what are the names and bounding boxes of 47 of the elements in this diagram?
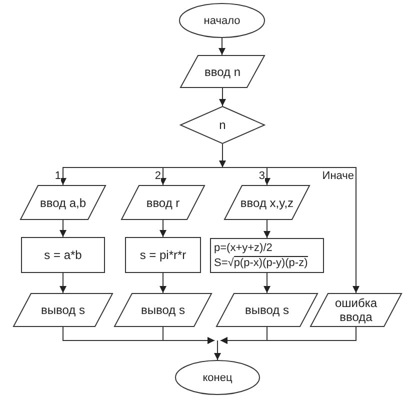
node-text: ошибка ввода (334, 296, 378, 324)
edge-label: 2 (154, 170, 161, 182)
flow-arrow (214, 340, 221, 360)
flow-arrow (218, 38, 226, 56)
io-parallelogram (121, 185, 205, 220)
io-parallelogram (180, 55, 265, 88)
flow-arrow (219, 88, 226, 106)
node-text: вывод s (245, 303, 289, 317)
flow-arrow (60, 272, 66, 294)
node-text: s = pi*r*r (140, 248, 186, 262)
node-text: s = a*b (44, 248, 82, 262)
node-text: ввод a,b (40, 196, 86, 210)
flow-arrow (222, 167, 360, 294)
edge-label: 1 (54, 170, 61, 182)
formula-text: p=(x+y+z)/2 (214, 240, 272, 256)
edge-label: 3 (258, 170, 265, 182)
io-parallelogram (13, 293, 113, 327)
io-parallelogram (310, 293, 402, 327)
flow-arrow (60, 220, 66, 238)
terminator-ellipse (179, 3, 265, 38)
node-text: ввод n (204, 64, 241, 78)
flow-arrow (160, 220, 166, 238)
terminator-ellipse (175, 360, 260, 395)
io-parallelogram (216, 293, 318, 327)
node-text: начало (204, 14, 240, 28)
node-text: вывод s (41, 303, 85, 317)
decision-diamond (180, 106, 265, 144)
node-text: вывод s (141, 303, 185, 317)
formula-text: S=√p(p-x)(p-y)(p-z) (214, 256, 308, 270)
flow-arrow (219, 144, 226, 168)
flow-arrow (264, 220, 270, 238)
edge-label: Иначе (322, 170, 354, 182)
flow-arrow (220, 326, 356, 344)
node-text: конец (202, 370, 232, 384)
flow-arrow (264, 272, 270, 294)
flow-arrow (160, 272, 166, 294)
process-box (125, 237, 201, 273)
io-parallelogram (20, 185, 106, 220)
process-box (210, 238, 324, 273)
flow-arrow (160, 167, 223, 186)
io-parallelogram (224, 185, 310, 220)
node-text: ввод x,y,z (240, 196, 294, 210)
node-text: ввод r (146, 196, 180, 210)
node-text: n (219, 118, 226, 132)
io-parallelogram (114, 293, 212, 327)
process-box (21, 237, 105, 273)
flow-arrow (162, 326, 215, 344)
